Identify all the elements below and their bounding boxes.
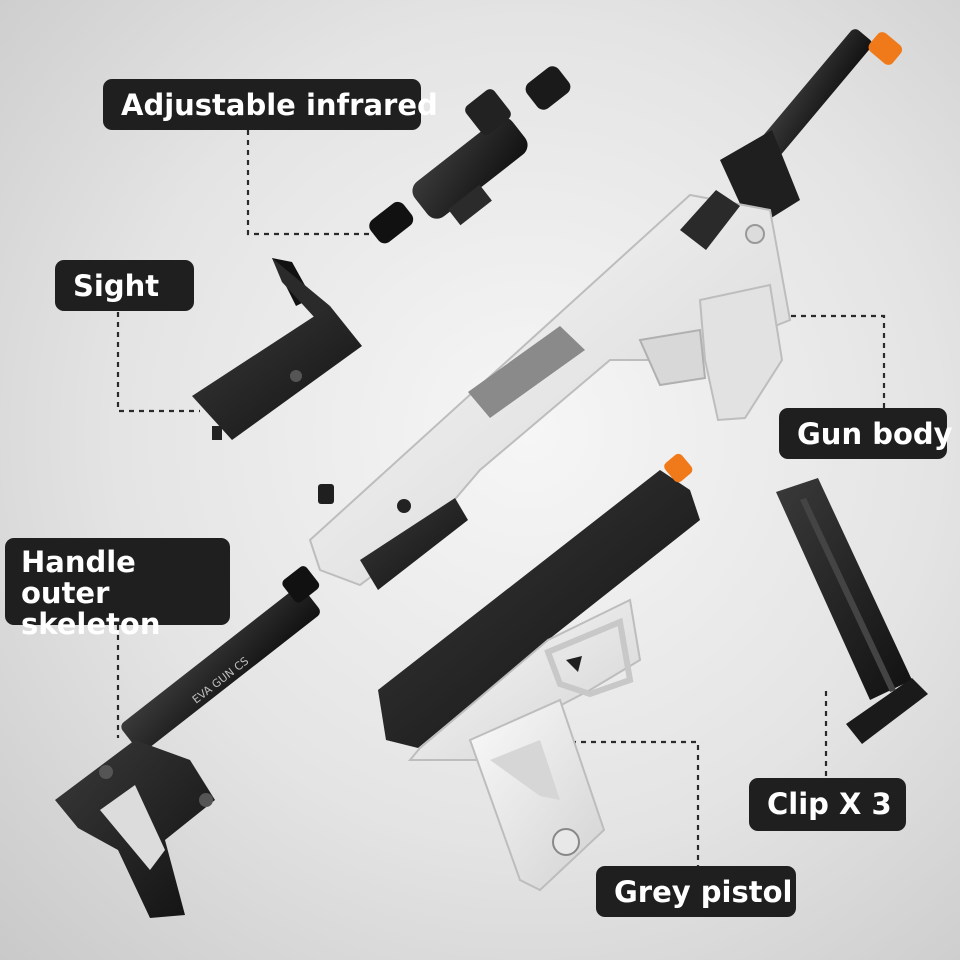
laser-front-cap <box>369 201 414 244</box>
infrared-laser <box>369 66 571 244</box>
muzzle-block <box>720 130 800 230</box>
sight-pin <box>212 426 222 440</box>
leader-sight <box>116 312 200 413</box>
laser-mount <box>448 184 492 226</box>
rear-latch <box>318 484 334 504</box>
trigger-guard <box>638 328 707 387</box>
body-screw <box>397 499 411 513</box>
magazine-base <box>846 678 928 744</box>
ejection-window <box>468 326 585 418</box>
stock-tube <box>121 586 320 752</box>
stock-screw <box>99 765 113 779</box>
label-adjustable-infrared: Adjustable infrared <box>103 79 438 130</box>
pistol-tip <box>664 453 693 483</box>
sight-base <box>192 306 362 440</box>
body-logo <box>745 224 765 244</box>
stock: EVA GUN CS <box>55 566 320 918</box>
rail-block <box>680 190 740 250</box>
laser-body <box>412 117 528 219</box>
foregrip <box>360 498 468 590</box>
pistol-grip-medallion <box>552 828 580 856</box>
stock-cutout <box>100 785 165 870</box>
stock-screw-2 <box>199 793 213 807</box>
pistol-slide <box>378 470 700 748</box>
laser-knob <box>465 89 511 135</box>
leader-pistol <box>568 740 700 870</box>
magazine <box>776 478 928 744</box>
pistol-trigger <box>566 656 582 672</box>
label-grey-pistol: Grey pistol <box>596 866 796 917</box>
magazine-ridge <box>800 498 896 692</box>
pistol <box>378 453 700 892</box>
sight-screw <box>290 370 302 382</box>
gun-body <box>308 29 903 590</box>
laser-rear-cap <box>525 66 571 110</box>
barrel-tip <box>868 32 903 65</box>
barrel <box>760 29 872 156</box>
leader-gun-body <box>760 314 886 408</box>
leader-lines <box>116 130 886 870</box>
label-clip: Clip X 3 <box>749 778 906 831</box>
grip-frame <box>698 283 784 422</box>
sight-frame <box>272 258 330 318</box>
leader-infrared <box>246 130 378 236</box>
pistol-grip-pattern <box>490 740 560 800</box>
pistol-trigger-guard <box>544 617 634 698</box>
label-sight: Sight <box>55 260 194 311</box>
sight <box>192 258 362 440</box>
label-gun-body: Gun body <box>779 408 953 459</box>
label-handle-outer-skeleton: Handle outer skeleton <box>5 538 230 640</box>
stock-adapter <box>282 566 320 603</box>
